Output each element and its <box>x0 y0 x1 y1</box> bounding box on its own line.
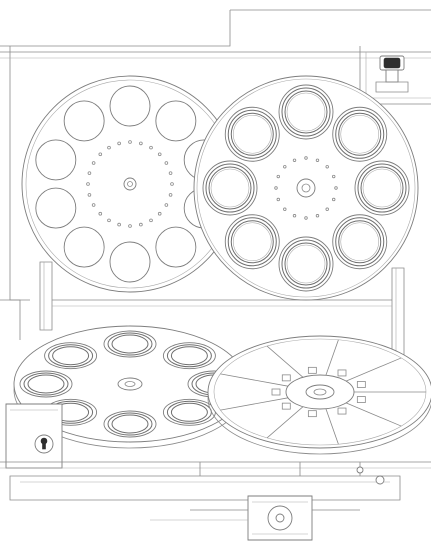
segment-divider <box>345 357 402 382</box>
lock-plate <box>5 403 63 469</box>
segment-slot <box>337 369 347 377</box>
wheel-opening <box>35 187 77 229</box>
wheel-opening <box>109 85 151 127</box>
hub <box>123 177 137 191</box>
wheel-opening <box>35 139 77 181</box>
wheel-opening <box>63 226 105 268</box>
segment-divider <box>325 408 339 445</box>
segment-divider <box>266 345 304 378</box>
segment-slot <box>356 396 366 403</box>
wheel-opening <box>155 100 197 142</box>
segment-slot <box>281 374 291 382</box>
side-frame <box>39 261 405 361</box>
wheel-opening <box>109 241 151 283</box>
hub <box>305 384 335 400</box>
knurled-knob-icon <box>375 55 409 93</box>
lower-right-wheel <box>207 335 431 455</box>
keyhole-icon <box>40 437 48 450</box>
segment-divider <box>345 402 402 427</box>
wheel-opening <box>155 226 197 268</box>
hub <box>296 178 316 198</box>
stepper-motor-icon <box>150 495 360 541</box>
segment-slot <box>281 402 291 410</box>
wheel-opening <box>63 100 105 142</box>
hub <box>117 377 143 391</box>
segment-divider <box>266 406 304 439</box>
base-plate <box>0 461 431 501</box>
segment-slot <box>337 407 347 415</box>
segment-divider <box>220 373 289 387</box>
lower-left-wheel <box>13 325 247 449</box>
segment-slot <box>356 381 366 388</box>
segment-slot <box>271 388 281 396</box>
upper-right-wheel <box>193 75 419 301</box>
segment-divider <box>220 397 289 411</box>
segment-divider <box>325 339 339 376</box>
segment-slot <box>307 366 317 374</box>
segment-slot <box>307 410 317 418</box>
